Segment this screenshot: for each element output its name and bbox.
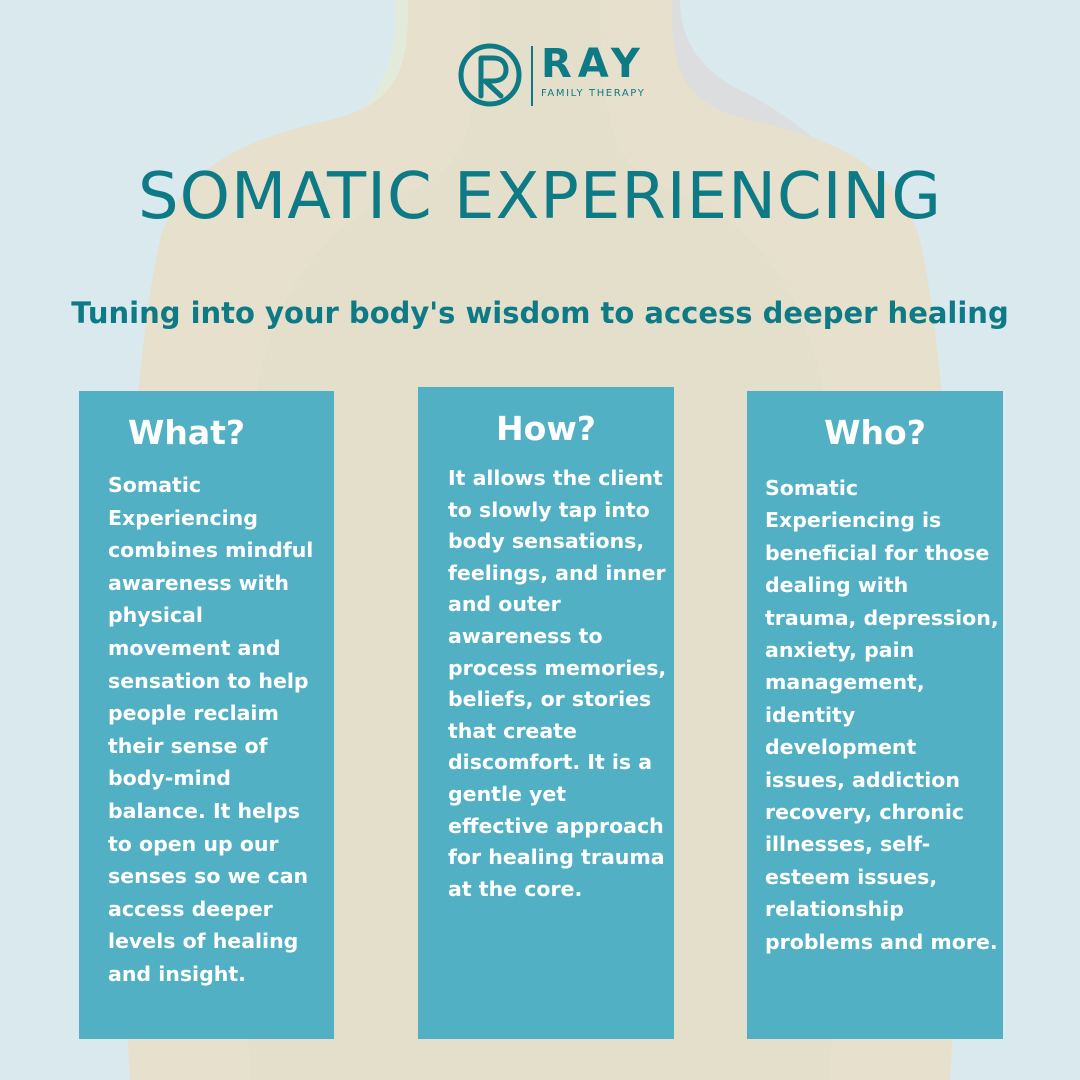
card-body-who: Somatic Experiencing is beneficial for t… [765,476,999,954]
brand-logo: RAY FAMILY THERAPY [455,42,665,112]
card-heading-what: What? [127,413,246,452]
card-how: How? It allows the client to slowly tap … [418,387,674,1039]
card-heading-who: Who? [824,413,926,452]
brand-name: RAY [541,41,646,87]
brand-tagline: FAMILY THERAPY [541,88,646,99]
page-title: SOMATIC EXPERIENCING [137,160,943,234]
card-who: Who? Somatic Experiencing is beneficial … [747,391,1003,1039]
brand-monogram-icon [458,43,533,107]
card-body-what: Somatic Experiencing combines mindful aw… [108,473,314,986]
card-heading-how: How? [496,409,596,448]
card-what: What? Somatic Experiencing combines mind… [79,391,334,1039]
page-subtitle: Tuning into your body's wisdom to access… [71,296,1009,330]
card-body-how: It allows the client to slowly tap into … [448,466,667,901]
